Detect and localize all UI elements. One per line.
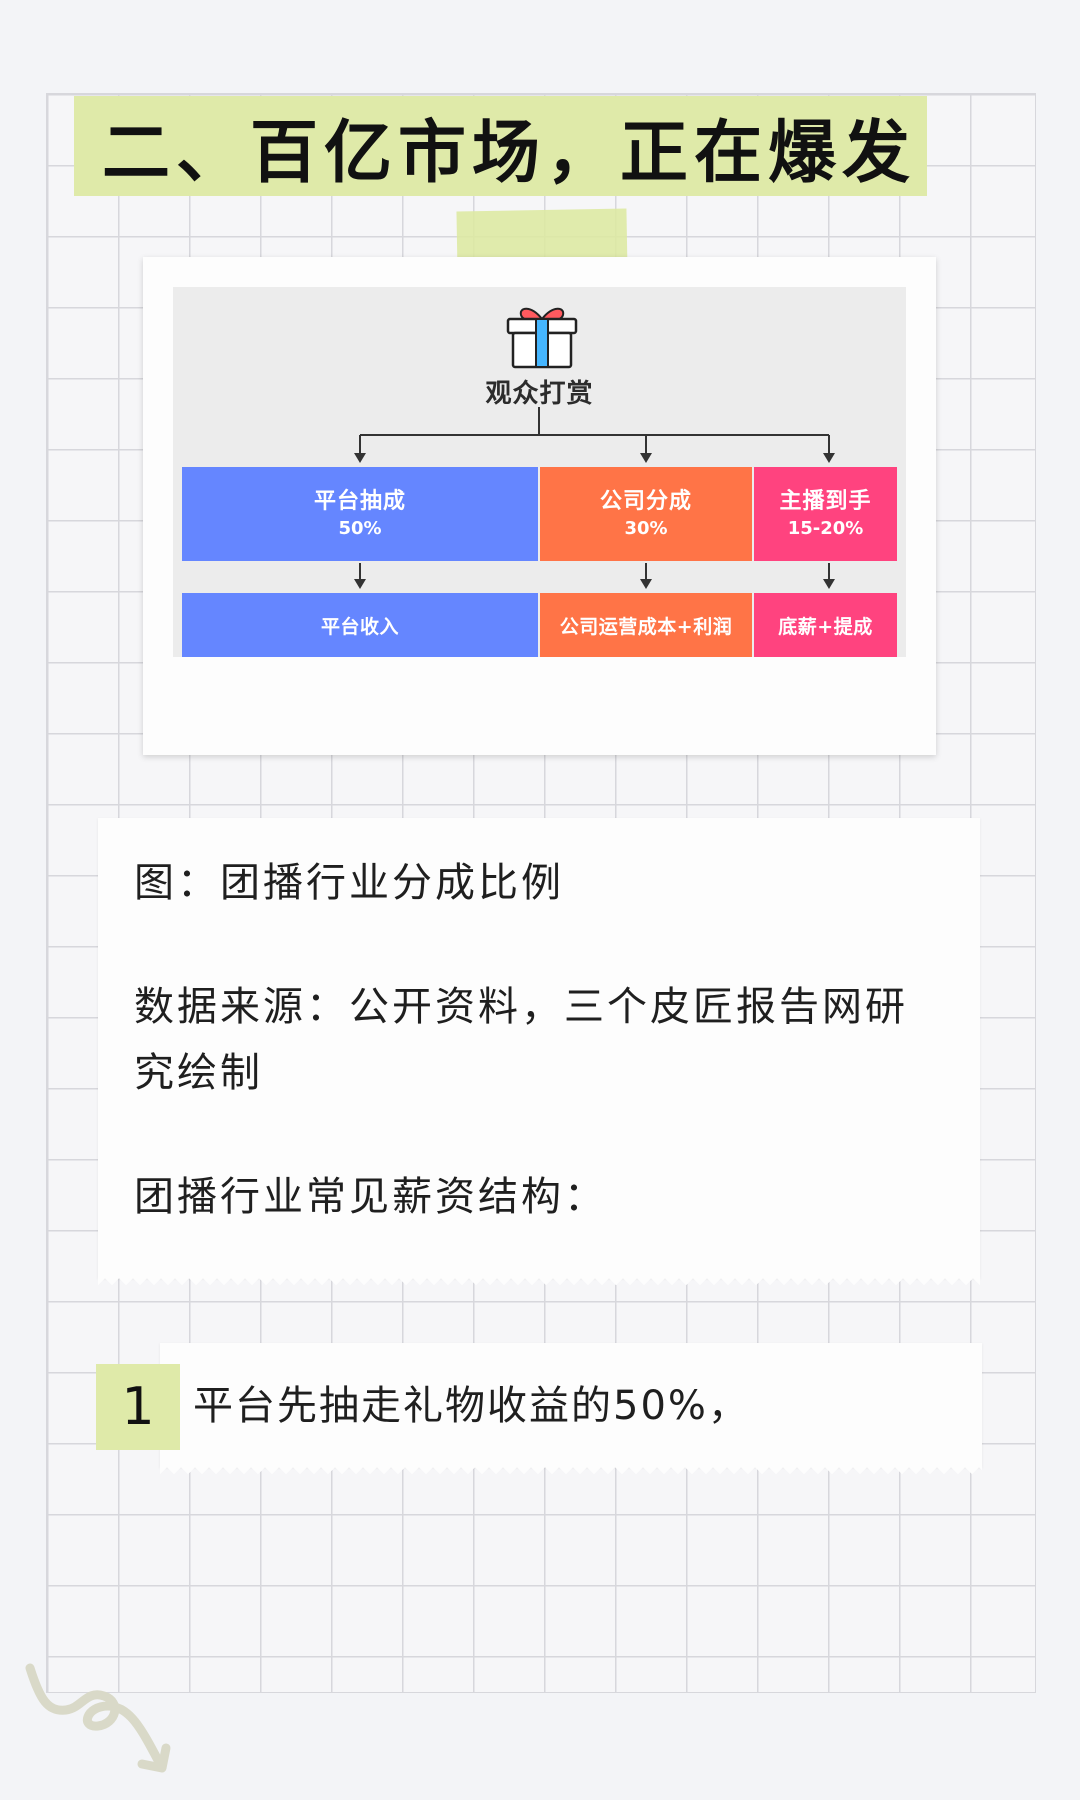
platform-share-label: 平台抽成 (313, 489, 406, 514)
title-highlight: 二、百亿市场，正在爆发 (74, 96, 927, 196)
streamer-pay-box: 底薪+提成 (754, 593, 897, 657)
company-share-box: 公司分成 30% (540, 467, 752, 561)
company-share-label: 公司分成 (599, 489, 692, 514)
figure-card: 观众打赏 平台抽成 50% (143, 257, 936, 755)
gift-icon (506, 307, 578, 369)
platform-income-box: 平台收入 (182, 593, 538, 657)
company-cost-box: 公司运营成本+利润 (540, 593, 752, 657)
platform-share-pct: 50% (338, 518, 382, 539)
streamer-pay-label: 底薪+提成 (778, 615, 873, 638)
point-card (160, 1343, 982, 1477)
point-number-badge: 1 (96, 1364, 180, 1450)
squiggle-arrow-icon (25, 1663, 171, 1773)
streamer-share-box: 主播到手 15-20% (754, 467, 897, 561)
company-share-pct: 30% (624, 518, 668, 539)
platform-income-label: 平台收入 (320, 615, 399, 638)
root-node-label: 观众打赏 (485, 379, 594, 409)
page-title: 二、百亿市场，正在爆发 (102, 112, 917, 193)
figure-caption: 图：团播行业分成比例 (134, 860, 564, 906)
point-text: 平台先抽走礼物收益的50%， (193, 1383, 750, 1429)
streamer-share-pct: 15-20% (787, 518, 864, 539)
data-source: 数据来源：公开资料，三个皮匠报告网研究绘制 (134, 984, 908, 1096)
company-cost-label: 公司运营成本+利润 (559, 615, 733, 638)
streamer-share-label: 主播到手 (779, 489, 872, 514)
salary-structure-intro: 团播行业常见薪资结构： (134, 1174, 607, 1220)
connector-arrows (354, 407, 835, 589)
revenue-split-diagram: 观众打赏 平台抽成 50% (173, 287, 906, 657)
platform-share-box: 平台抽成 50% (182, 467, 538, 561)
caption-card: 图：团播行业分成比例 数据来源：公开资料，三个皮匠报告网研究绘制 团播行业常见薪… (98, 818, 980, 1288)
